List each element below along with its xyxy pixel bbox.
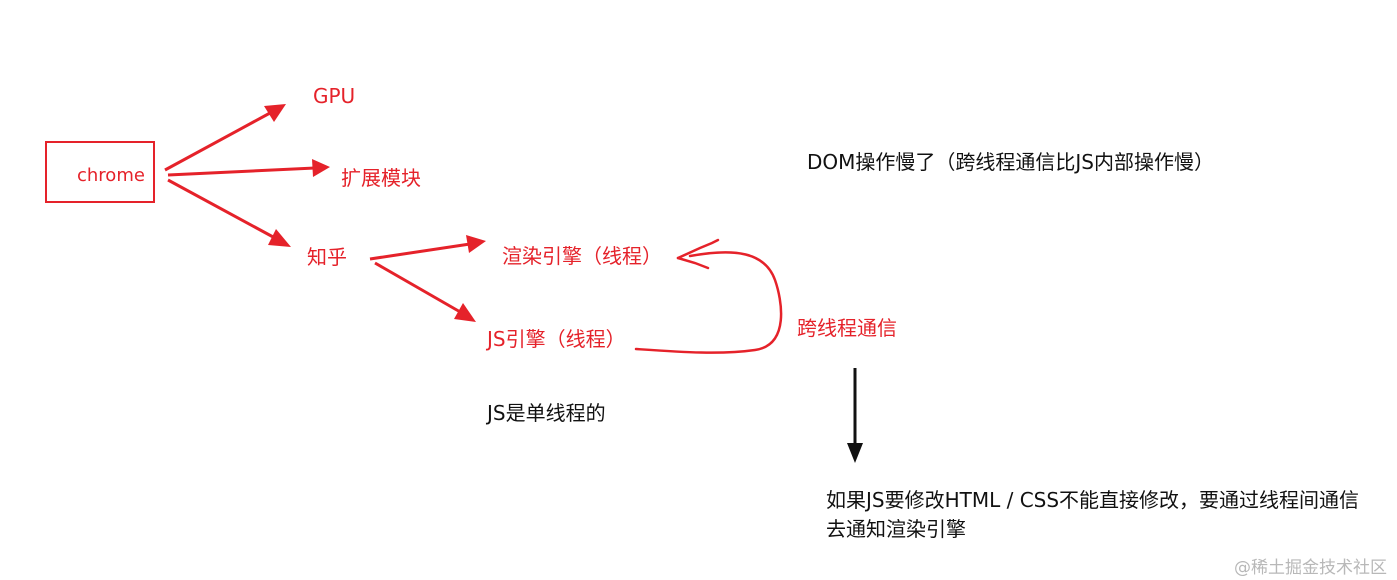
zhihu-label: 知乎 — [307, 245, 347, 269]
arrow-chrome-to-zhihu — [167, 178, 291, 247]
arrow-chrome-to-gpu — [164, 104, 286, 172]
js-engine-label: JS引擎（线程） — [487, 327, 626, 351]
arrow-chrome-to-extension — [167, 159, 330, 177]
modify-note-line1: 如果JS要修改HTML / CSS不能直接修改，要通过线程间通信 — [826, 488, 1360, 512]
chrome-label: chrome — [77, 165, 145, 186]
cross-thread-label: 跨线程通信 — [797, 316, 897, 340]
chrome-box — [45, 141, 155, 203]
extension-module-label: 扩展模块 — [341, 166, 421, 190]
arrow-zhihu-to-js-engine — [374, 261, 476, 322]
modify-note-line2: 去通知渲染引擎 — [826, 517, 966, 541]
arrow-zhihu-to-render-engine — [369, 235, 486, 261]
js-single-thread-note: JS是单线程的 — [487, 401, 606, 425]
curve-cross-thread-communication — [634, 238, 783, 354]
arrow-down-black — [847, 368, 863, 463]
gpu-label: GPU — [313, 84, 356, 108]
watermark: @稀土掘金技术社区 — [1234, 558, 1387, 578]
dom-slow-note: DOM操作慢了（跨线程通信比JS内部操作慢） — [807, 150, 1214, 174]
render-engine-label: 渲染引擎（线程） — [502, 244, 662, 268]
